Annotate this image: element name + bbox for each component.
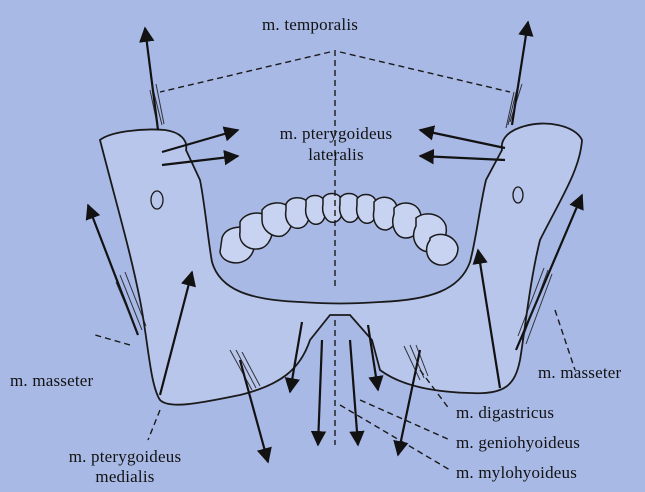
label-digastricus: m. digastricus xyxy=(456,404,554,422)
label-pterygoideus-lateralis-line1: m. pterygoideus xyxy=(236,125,436,143)
label-pterygoideus-medialis: m. pterygoideus medialis xyxy=(30,448,220,486)
label-pterygoideus-medialis-line1: m. pterygoideus xyxy=(30,448,220,466)
label-pterygoideus-lateralis: m. pterygoideus lateralis xyxy=(236,125,436,164)
label-geniohyoideus: m. geniohyoideus xyxy=(456,434,580,452)
mandible-outline xyxy=(100,124,582,405)
teeth xyxy=(220,194,458,266)
label-pterygoideus-lateralis-line2: lateralis xyxy=(236,146,436,164)
label-masseter-left: m. masseter xyxy=(10,372,93,390)
label-pterygoideus-medialis-line2: medialis xyxy=(30,468,220,486)
label-mylohyoideus: m. mylohyoideus xyxy=(456,464,577,482)
label-masseter-right: m. masseter xyxy=(538,364,621,382)
label-temporalis: m. temporalis xyxy=(262,16,358,34)
